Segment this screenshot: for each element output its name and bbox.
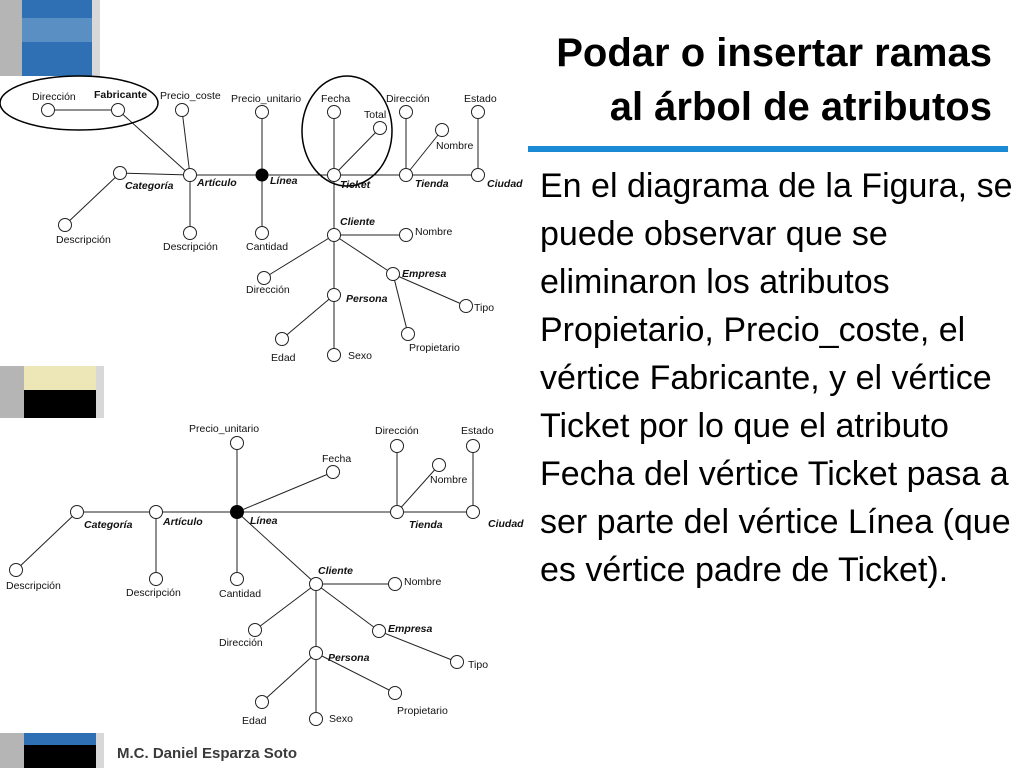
diagram-top-edges	[48, 109, 479, 355]
highlight-ellipses	[0, 75, 393, 187]
title-line-2: al árbol de atributos	[609, 85, 992, 129]
body-paragraph: En el diagrama de la Figura, se puede ob…	[540, 167, 1013, 589]
label-articulo: Artículo	[162, 516, 203, 528]
label-cantidad: Cantidad	[219, 588, 261, 600]
label-fecha: Fecha	[322, 453, 351, 465]
label-precio-coste: Precio_coste	[160, 90, 221, 102]
label-nombre: Nombre	[430, 474, 468, 486]
label-ticket: Ticket	[340, 179, 371, 191]
label-ciudad: Ciudad	[487, 178, 523, 190]
label-sexo: Sexo	[329, 713, 353, 725]
label-linea: Línea	[270, 175, 298, 187]
label-nombre: Nombre	[436, 140, 474, 152]
label-cantidad: Cantidad	[246, 241, 288, 253]
label-tienda: Tienda	[415, 178, 449, 190]
label-cliente: Cliente	[318, 565, 353, 577]
diagram-bottom-edges	[15, 443, 474, 719]
label-edad: Edad	[242, 715, 267, 727]
diagram-top-nodes	[41, 103, 485, 362]
label-direccion: Dirección	[386, 93, 430, 105]
diagram-bottom-labels: Precio_unitario Dirección Estado Fecha N…	[6, 423, 524, 727]
decor-block-top	[0, 0, 100, 76]
label-estado: Estado	[461, 425, 494, 437]
label-fecha: Fecha	[321, 93, 350, 105]
label-propietario: Propietario	[397, 705, 448, 717]
label-persona: Persona	[328, 652, 370, 664]
label-direccion: Dirección	[375, 425, 419, 437]
diagram-bottom-nodes	[9, 436, 480, 726]
label-tipo: Tipo	[474, 302, 494, 314]
label-descripcion: Descripción	[163, 241, 218, 253]
label-persona: Persona	[346, 293, 388, 305]
label-estado: Estado	[464, 93, 497, 105]
label-articulo: Artículo	[196, 177, 237, 189]
label-propietario: Propietario	[409, 342, 460, 354]
label-direccion: Dirección	[219, 637, 263, 649]
label-total: Total	[364, 109, 386, 121]
label-sexo: Sexo	[348, 350, 372, 362]
slide-title: Podar o insertar ramas al árbol de atrib…	[430, 26, 992, 134]
label-descripcion: Descripción	[56, 234, 111, 246]
diagram-top-labels: Dirección Fabricante Precio_coste Precio…	[32, 89, 523, 364]
label-empresa: Empresa	[402, 268, 447, 280]
label-empresa: Empresa	[388, 623, 433, 635]
label-ciudad: Ciudad	[488, 518, 524, 530]
label-precio-unitario: Precio_unitario	[189, 423, 259, 435]
decor-block-bottom	[0, 733, 104, 768]
label-direccion: Dirección	[32, 91, 76, 103]
label-nombre: Nombre	[415, 226, 453, 238]
label-precio-unitario: Precio_unitario	[231, 93, 301, 105]
label-edad: Edad	[271, 352, 296, 364]
label-descripcion: Descripción	[126, 587, 181, 599]
label-direccion: Dirección	[246, 284, 290, 296]
label-fabricante: Fabricante	[94, 89, 147, 101]
label-nombre: Nombre	[404, 576, 442, 588]
label-descripcion: Descripción	[6, 580, 61, 592]
label-linea: Línea	[250, 515, 278, 527]
title-line-1: Podar o insertar ramas	[556, 31, 992, 75]
decor-block-middle	[0, 366, 104, 418]
linea-node-bottom	[230, 505, 244, 519]
title-accent-bar	[528, 146, 1008, 152]
label-categoria: Categoría	[84, 519, 133, 531]
label-tienda: Tienda	[409, 519, 443, 531]
label-categoria: Categoría	[125, 180, 174, 192]
label-tipo: Tipo	[468, 659, 488, 671]
label-cliente: Cliente	[340, 216, 375, 228]
footer-author: M.C. Daniel Esparza Soto	[117, 745, 298, 762]
linea-node-top	[255, 168, 269, 182]
